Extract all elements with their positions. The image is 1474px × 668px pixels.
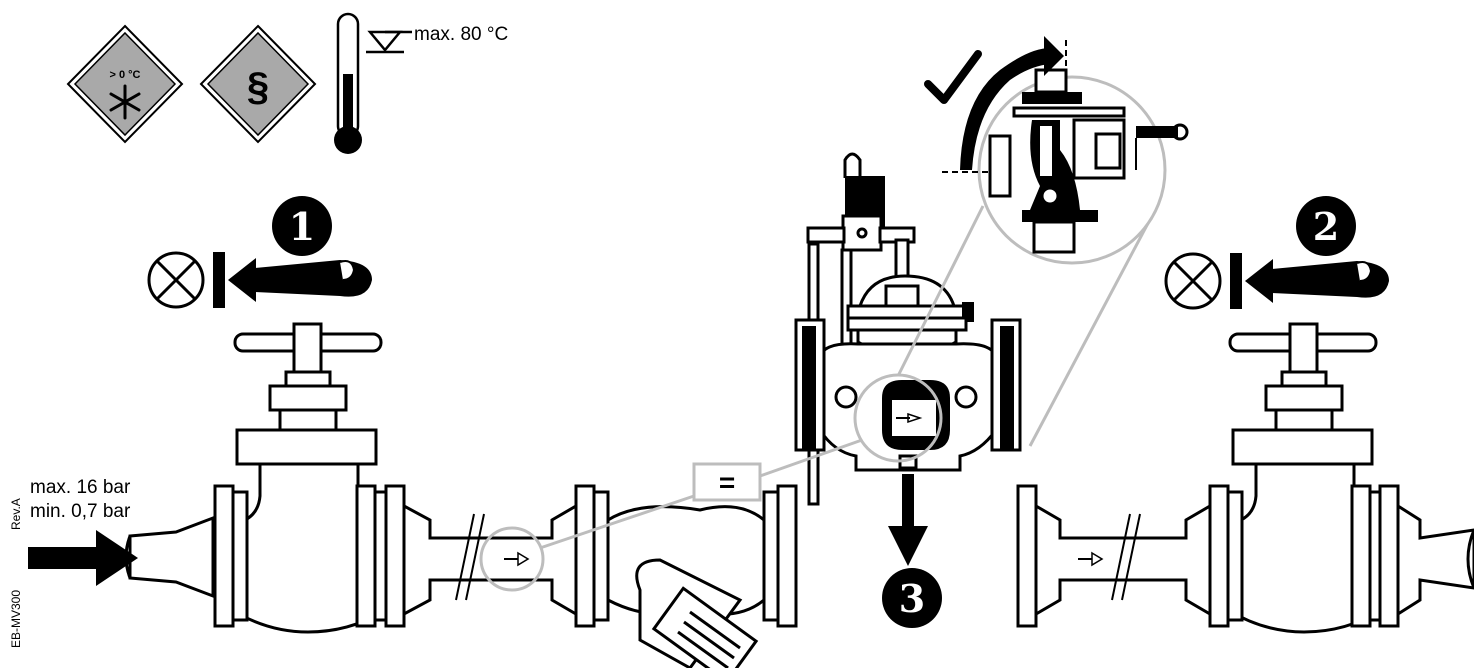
equal-connector: =	[539, 438, 863, 550]
regulation-paragraph-icon: §	[199, 24, 317, 144]
check-mark-icon	[924, 50, 982, 104]
magnifier-line-1	[896, 205, 985, 377]
closed-valve-icon-2	[1164, 252, 1222, 310]
frost-warning-icon: > 0 °C	[66, 24, 184, 144]
equal-sign-label: =	[719, 467, 735, 498]
outlet-pipe-section	[1016, 484, 1212, 628]
step-1-number: 1	[289, 204, 315, 249]
step-3-marker: 3	[882, 568, 942, 628]
pressure-min-label: min. 0,7 bar	[30, 501, 131, 522]
turn-direction-arrow-1	[213, 252, 372, 308]
step-2-number: 2	[1313, 204, 1339, 249]
revision-label: Rev.A	[9, 498, 23, 530]
left-gate-valve	[213, 322, 406, 634]
law-sign-label: §	[247, 65, 269, 109]
inlet-pipe	[124, 515, 215, 599]
turn-direction-arrow-2	[1230, 253, 1389, 309]
closed-valve-icon	[147, 251, 205, 309]
pipe-section-1	[402, 503, 578, 617]
right-gate-valve	[1208, 322, 1474, 634]
control-valve	[794, 152, 1022, 506]
frost-sign-label: > 0 °C	[110, 69, 141, 81]
doc-id-label: EB-MV300	[9, 590, 23, 648]
pressure-max-label: max. 16 bar	[30, 477, 131, 498]
strainer	[574, 484, 798, 668]
flow-arrow-icon	[28, 530, 138, 586]
thermometer-icon: max. 80 °C	[334, 12, 508, 154]
magnifier-line-2	[1028, 209, 1157, 447]
step-3-number: 3	[899, 576, 925, 621]
temp-max-label: max. 80 °C	[414, 24, 508, 45]
step-1-marker: 1	[272, 196, 332, 256]
step-2-marker: 2	[1296, 196, 1356, 256]
magnified-pilot	[988, 68, 1189, 254]
drain-arrow	[888, 474, 928, 566]
detail-highlight-inlet	[479, 526, 545, 592]
rotation-arrow	[942, 36, 1067, 173]
